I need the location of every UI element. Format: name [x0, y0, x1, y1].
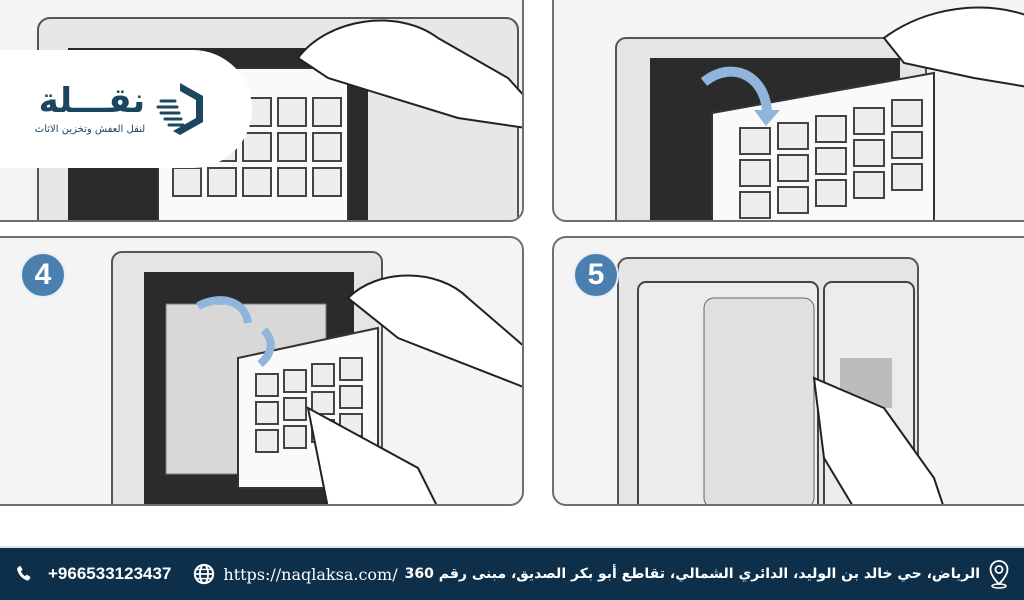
step-panel-2 [552, 0, 1024, 222]
step-number-badge: 5 [573, 252, 619, 298]
website-url: https://naqlaksa.com/ [223, 564, 398, 584]
rotate-arrow-icon [700, 66, 773, 119]
globe-icon [194, 563, 215, 585]
step-panel-4 [0, 236, 524, 506]
brand-tagline: لنقل العفش وتخزين الاثاث [34, 123, 146, 135]
step-panel-5 [552, 236, 1024, 506]
insert-arrow-icon [196, 296, 252, 324]
brand-name: نقـــلة [38, 80, 146, 121]
brand-logo: نقـــلة لنقل العفش وتخزين الاثاث [0, 50, 252, 168]
address-text: الرياض، حي خالد بن الوليد، الدائري الشما… [404, 566, 980, 582]
phone-contact[interactable]: +966533123437 [14, 563, 171, 585]
panel-close-illustration [617, 257, 944, 504]
phone-icon [17, 565, 31, 581]
insert-arrow-icon-2 [257, 327, 275, 368]
filter-swing-illustration [615, 6, 1024, 220]
phone-number: +966533123437 [48, 564, 172, 583]
step-number-badge: 4 [20, 252, 66, 298]
website-link[interactable]: https://naqlaksa.com/ [193, 563, 398, 585]
box-logo-icon [156, 83, 204, 135]
location-pin-icon [989, 560, 1009, 589]
contact-footer: +966533123437 https://naqlaksa.com/ الري… [0, 546, 1024, 600]
filter-insert-illustration [111, 251, 522, 504]
address: الرياض، حي خالد بن الوليد، الدائري الشما… [405, 559, 1010, 589]
